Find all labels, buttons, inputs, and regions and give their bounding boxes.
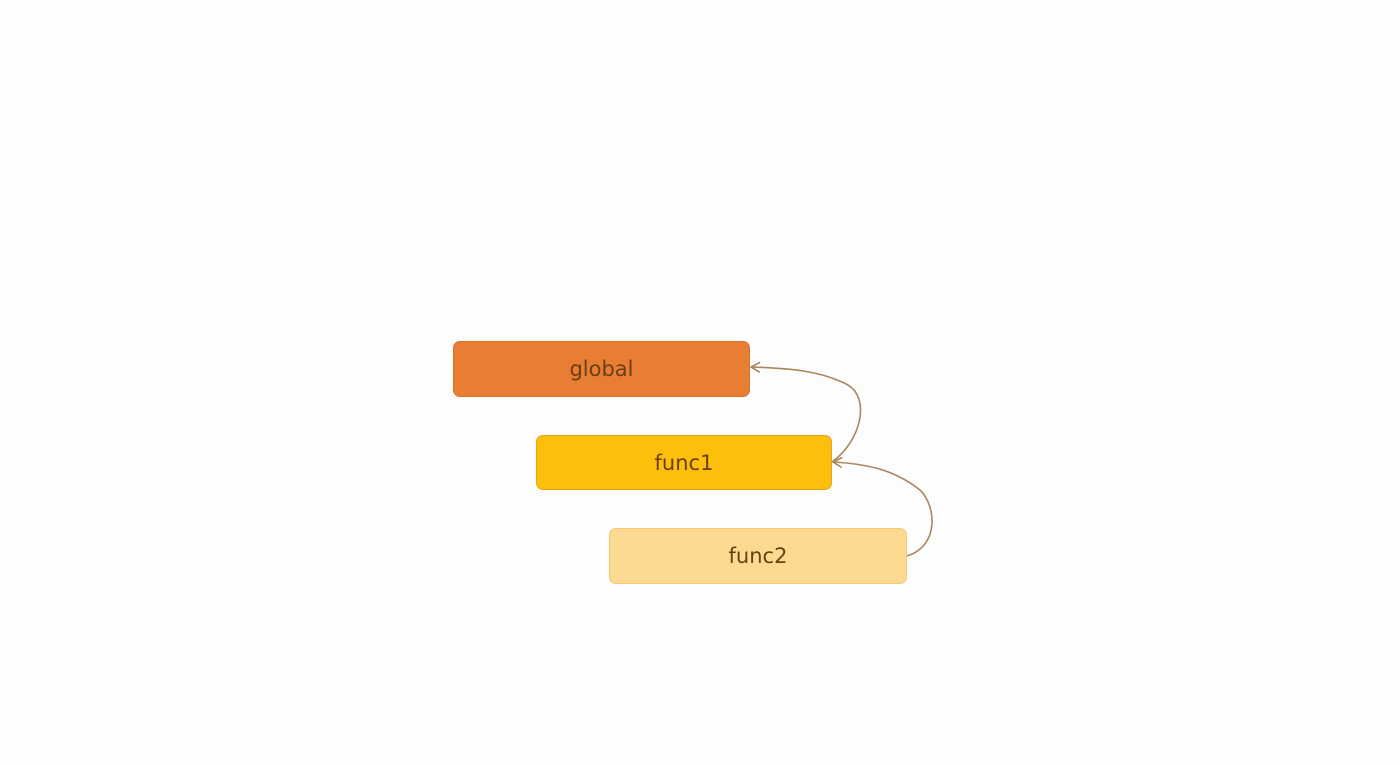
node-func2-label: func2 xyxy=(728,544,788,568)
node-global-label: global xyxy=(569,357,634,381)
node-func2: func2 xyxy=(609,528,907,584)
node-global: global xyxy=(453,341,750,397)
node-func1: func1 xyxy=(536,435,832,490)
node-func1-label: func1 xyxy=(654,450,714,475)
